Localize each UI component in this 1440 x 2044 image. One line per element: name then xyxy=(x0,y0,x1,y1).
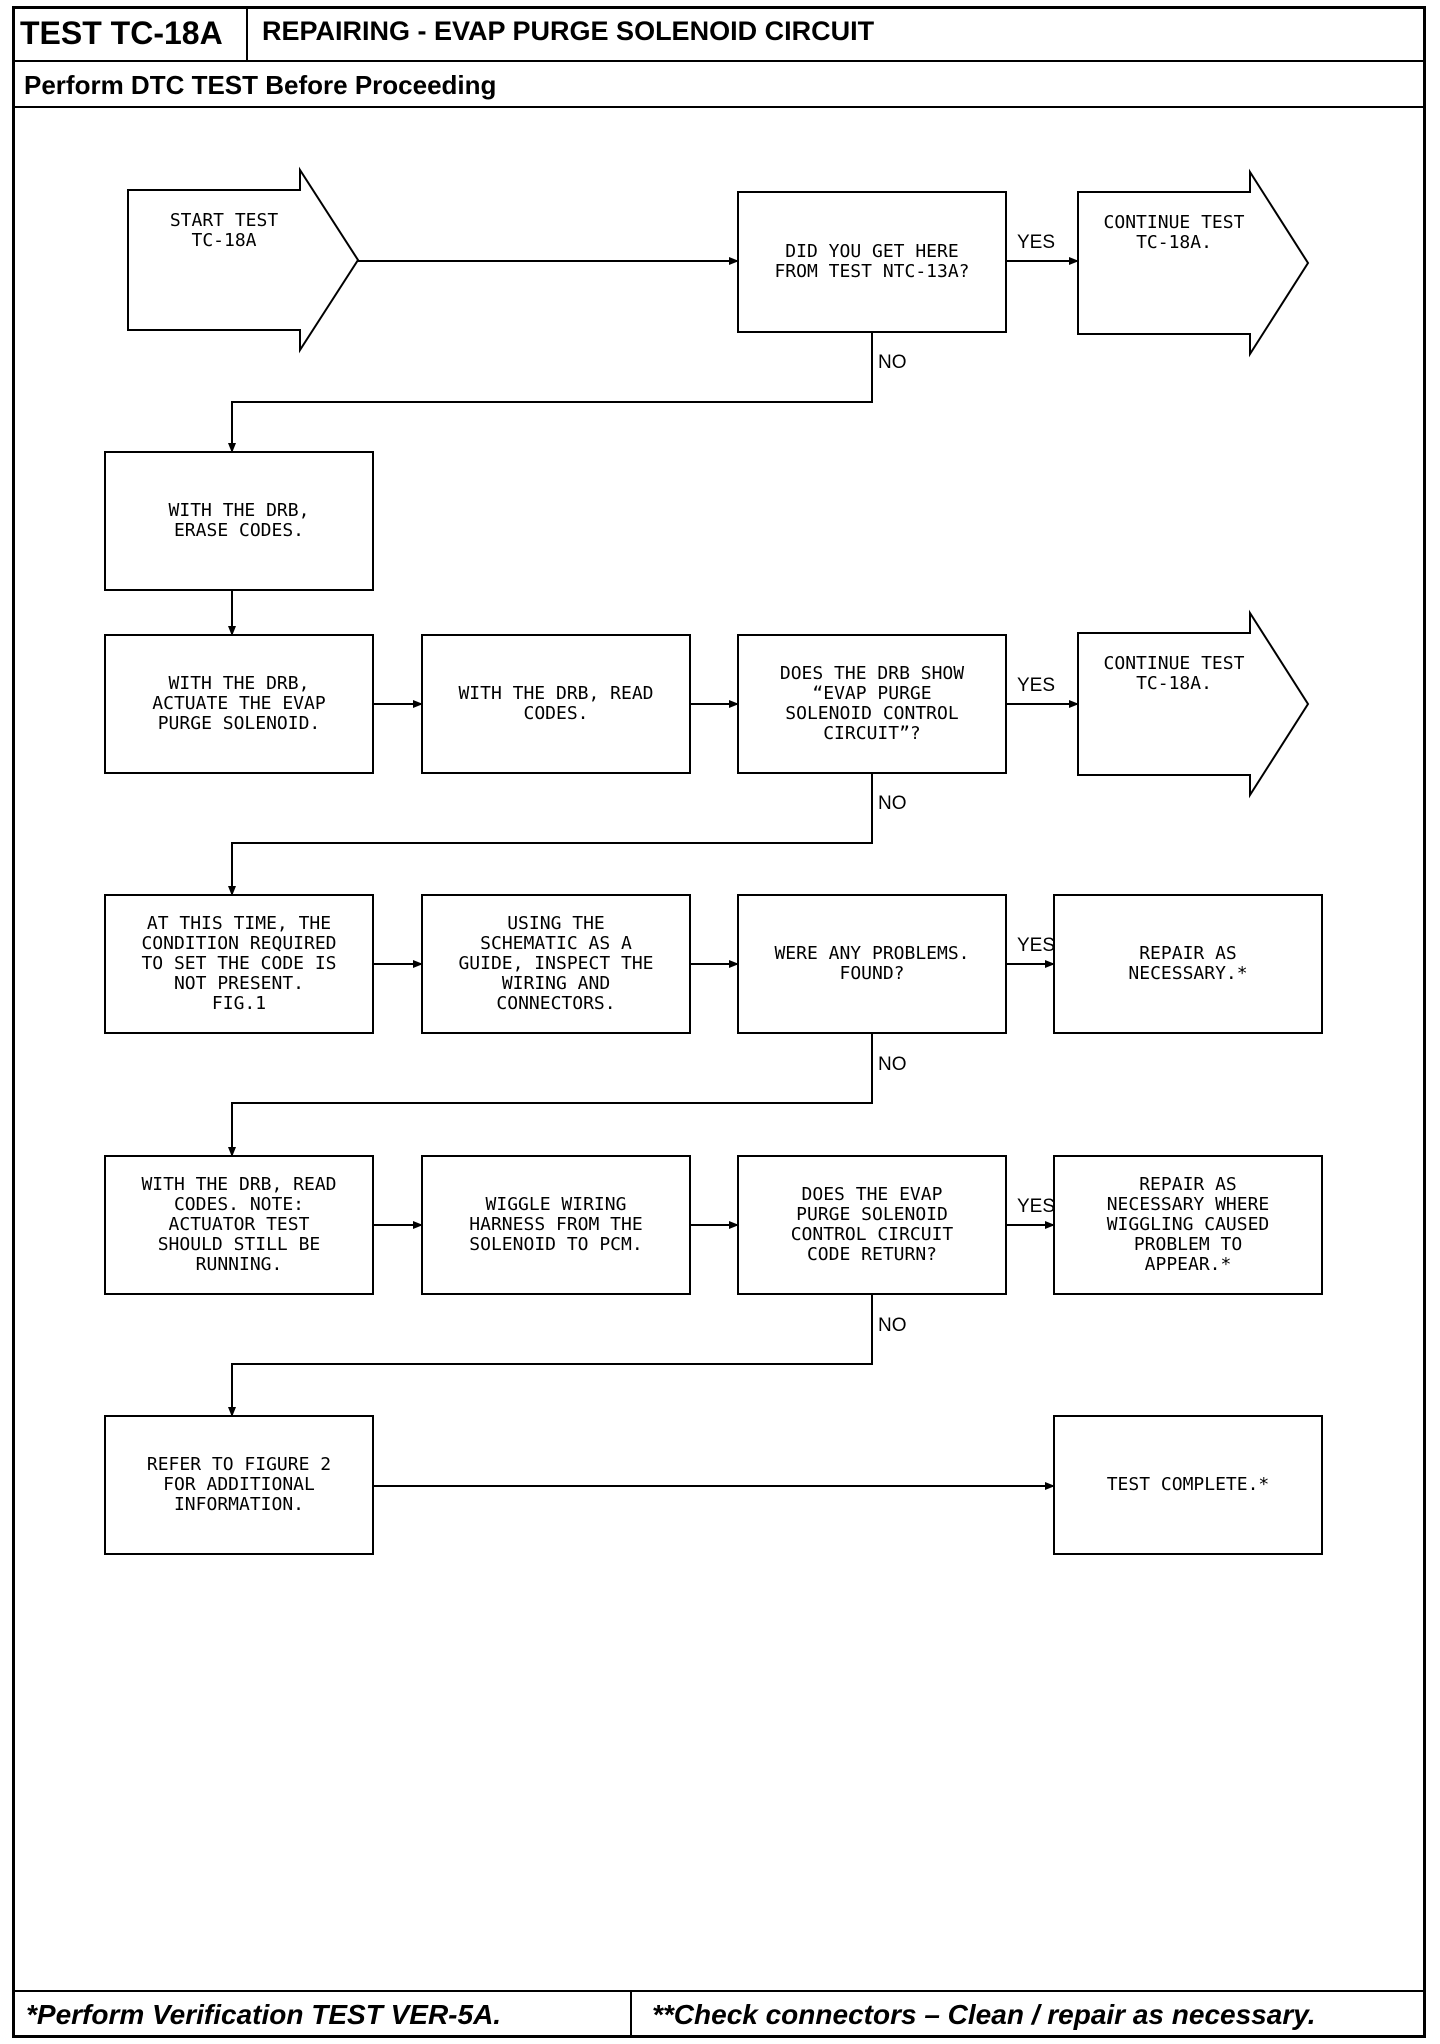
page-subtitle: Perform DTC TEST Before Proceeding xyxy=(24,70,497,100)
node-text-line: PROBLEM TO xyxy=(1134,1234,1242,1255)
node-text-line: AT THIS TIME, THE xyxy=(147,913,331,934)
label-no-1: NO xyxy=(878,352,907,373)
node-text-line: SCHEMATIC AS A xyxy=(480,933,632,954)
node-text-line: APPEAR.* xyxy=(1145,1254,1232,1275)
node-text-line: CIRCUIT”? xyxy=(823,723,921,744)
node-text-line: TC-18A. xyxy=(1136,232,1212,253)
node-test-complete: TEST COMPLETE.* xyxy=(1053,1415,1323,1555)
page-frame xyxy=(12,6,1426,2038)
node-text-line: WIGGLE WIRING xyxy=(486,1194,627,1215)
node-text-line: ERASE CODES. xyxy=(174,520,304,541)
node-text-line: INFORMATION. xyxy=(174,1494,304,1515)
node-text-line: CODES. xyxy=(523,703,588,724)
node-text-line: WITH THE DRB, xyxy=(169,500,310,521)
edge-no-not-present xyxy=(228,773,873,896)
node-text-line: REFER TO FIGURE 2 xyxy=(147,1454,331,1475)
node-text-line: TC-18A xyxy=(191,230,256,251)
node-text-line: SOLENOID CONTROL xyxy=(785,703,959,724)
node-text-line: “EVAP PURGE xyxy=(812,683,931,704)
node-text-line: DID YOU GET HERE xyxy=(785,241,958,262)
edge-no-refer-fig2 xyxy=(228,1294,873,1417)
footer-note-verification: *Perform Verification TEST VER-5A. xyxy=(26,1999,502,2030)
node-text-line: WITH THE DRB, READ xyxy=(458,683,653,704)
node-text-line: CODES. NOTE: xyxy=(174,1194,304,1215)
node-text-line: TO SET THE CODE IS xyxy=(141,953,336,974)
header-bar: TEST TC-18A REPAIRING - EVAP PURGE SOLEN… xyxy=(12,6,1426,62)
footer-divider xyxy=(630,1992,632,2038)
node-text-line: DOES THE DRB SHOW xyxy=(780,663,964,684)
node-text-line: CONTINUE TEST xyxy=(1104,212,1245,233)
node-text-line: TC-18A. xyxy=(1136,673,1212,694)
node-text-line: CONTROL CIRCUIT xyxy=(791,1224,954,1245)
label-no-3: NO xyxy=(878,1054,907,1075)
node-text-line: START TEST xyxy=(170,210,279,231)
label-yes-4: YES xyxy=(1017,1196,1055,1217)
node-text-line: NOT PRESENT. xyxy=(174,973,304,994)
node-text-line: ACTUATE THE EVAP xyxy=(152,693,326,714)
test-id: TEST TC-18A xyxy=(12,6,248,60)
node-text-line: CONDITION REQUIRED xyxy=(141,933,336,954)
node-text-line: FOR ADDITIONAL xyxy=(163,1474,315,1495)
node-text-line: SHOULD STILL BE xyxy=(158,1234,321,1255)
node-text-line: DOES THE EVAP xyxy=(802,1184,943,1205)
node-text-line: FROM TEST NTC-13A? xyxy=(774,261,969,282)
node-text-line: CONTINUE TEST xyxy=(1104,653,1245,674)
node-text-line: NECESSARY.* xyxy=(1128,963,1247,984)
label-yes-3: YES xyxy=(1017,935,1055,956)
node-q-problems: WERE ANY PROBLEMS.FOUND? xyxy=(737,894,1007,1034)
label-no-4: NO xyxy=(878,1315,907,1336)
edge-no-erase-codes xyxy=(228,332,873,453)
node-text-line: USING THE xyxy=(507,913,605,934)
node-text-line: SOLENOID TO PCM. xyxy=(469,1234,642,1255)
node-text-line: WITH THE DRB, xyxy=(169,673,310,694)
label-no-2: NO xyxy=(878,793,907,814)
node-text-line: WIRING AND xyxy=(502,973,610,994)
node-text-line: TEST COMPLETE.* xyxy=(1107,1474,1270,1495)
node-text-line: REPAIR AS xyxy=(1139,943,1237,964)
node-text-line: NECESSARY WHERE xyxy=(1107,1194,1270,1215)
node-text-line: CONNECTORS. xyxy=(496,993,615,1014)
node-text-line: WITH THE DRB, READ xyxy=(141,1174,336,1195)
node-erase-codes: WITH THE DRB,ERASE CODES. xyxy=(104,451,374,591)
node-text-line: FOUND? xyxy=(839,963,904,984)
label-yes-1: YES xyxy=(1017,232,1055,253)
node-text-line: PURGE SOLENOID. xyxy=(158,713,321,734)
label-yes-2: YES xyxy=(1017,675,1055,696)
footer-note-connectors: **Check connectors – Clean / repair as n… xyxy=(652,1999,1316,2030)
node-text-line: GUIDE, INSPECT THE xyxy=(458,953,653,974)
node-text-line: FIG.1 xyxy=(212,993,266,1014)
node-text-line: PURGE SOLENOID xyxy=(796,1204,948,1225)
node-text-line: ACTUATOR TEST xyxy=(169,1214,310,1235)
subheader-bar: Perform DTC TEST Before Proceeding xyxy=(12,62,1426,108)
node-text-line: HARNESS FROM THE xyxy=(469,1214,642,1235)
node-text-line: WERE ANY PROBLEMS. xyxy=(774,943,969,964)
page-title: REPAIRING - EVAP PURGE SOLENOID CIRCUIT xyxy=(262,16,875,46)
node-text-line: REPAIR AS xyxy=(1139,1174,1237,1195)
edge-no-read-codes xyxy=(228,1033,873,1157)
node-text-line: CODE RETURN? xyxy=(807,1244,937,1265)
node-text-line: WIGGLING CAUSED xyxy=(1107,1214,1270,1235)
footer-bar: *Perform Verification TEST VER-5A. **Che… xyxy=(12,1990,1426,2038)
node-text-line: RUNNING. xyxy=(196,1254,283,1275)
